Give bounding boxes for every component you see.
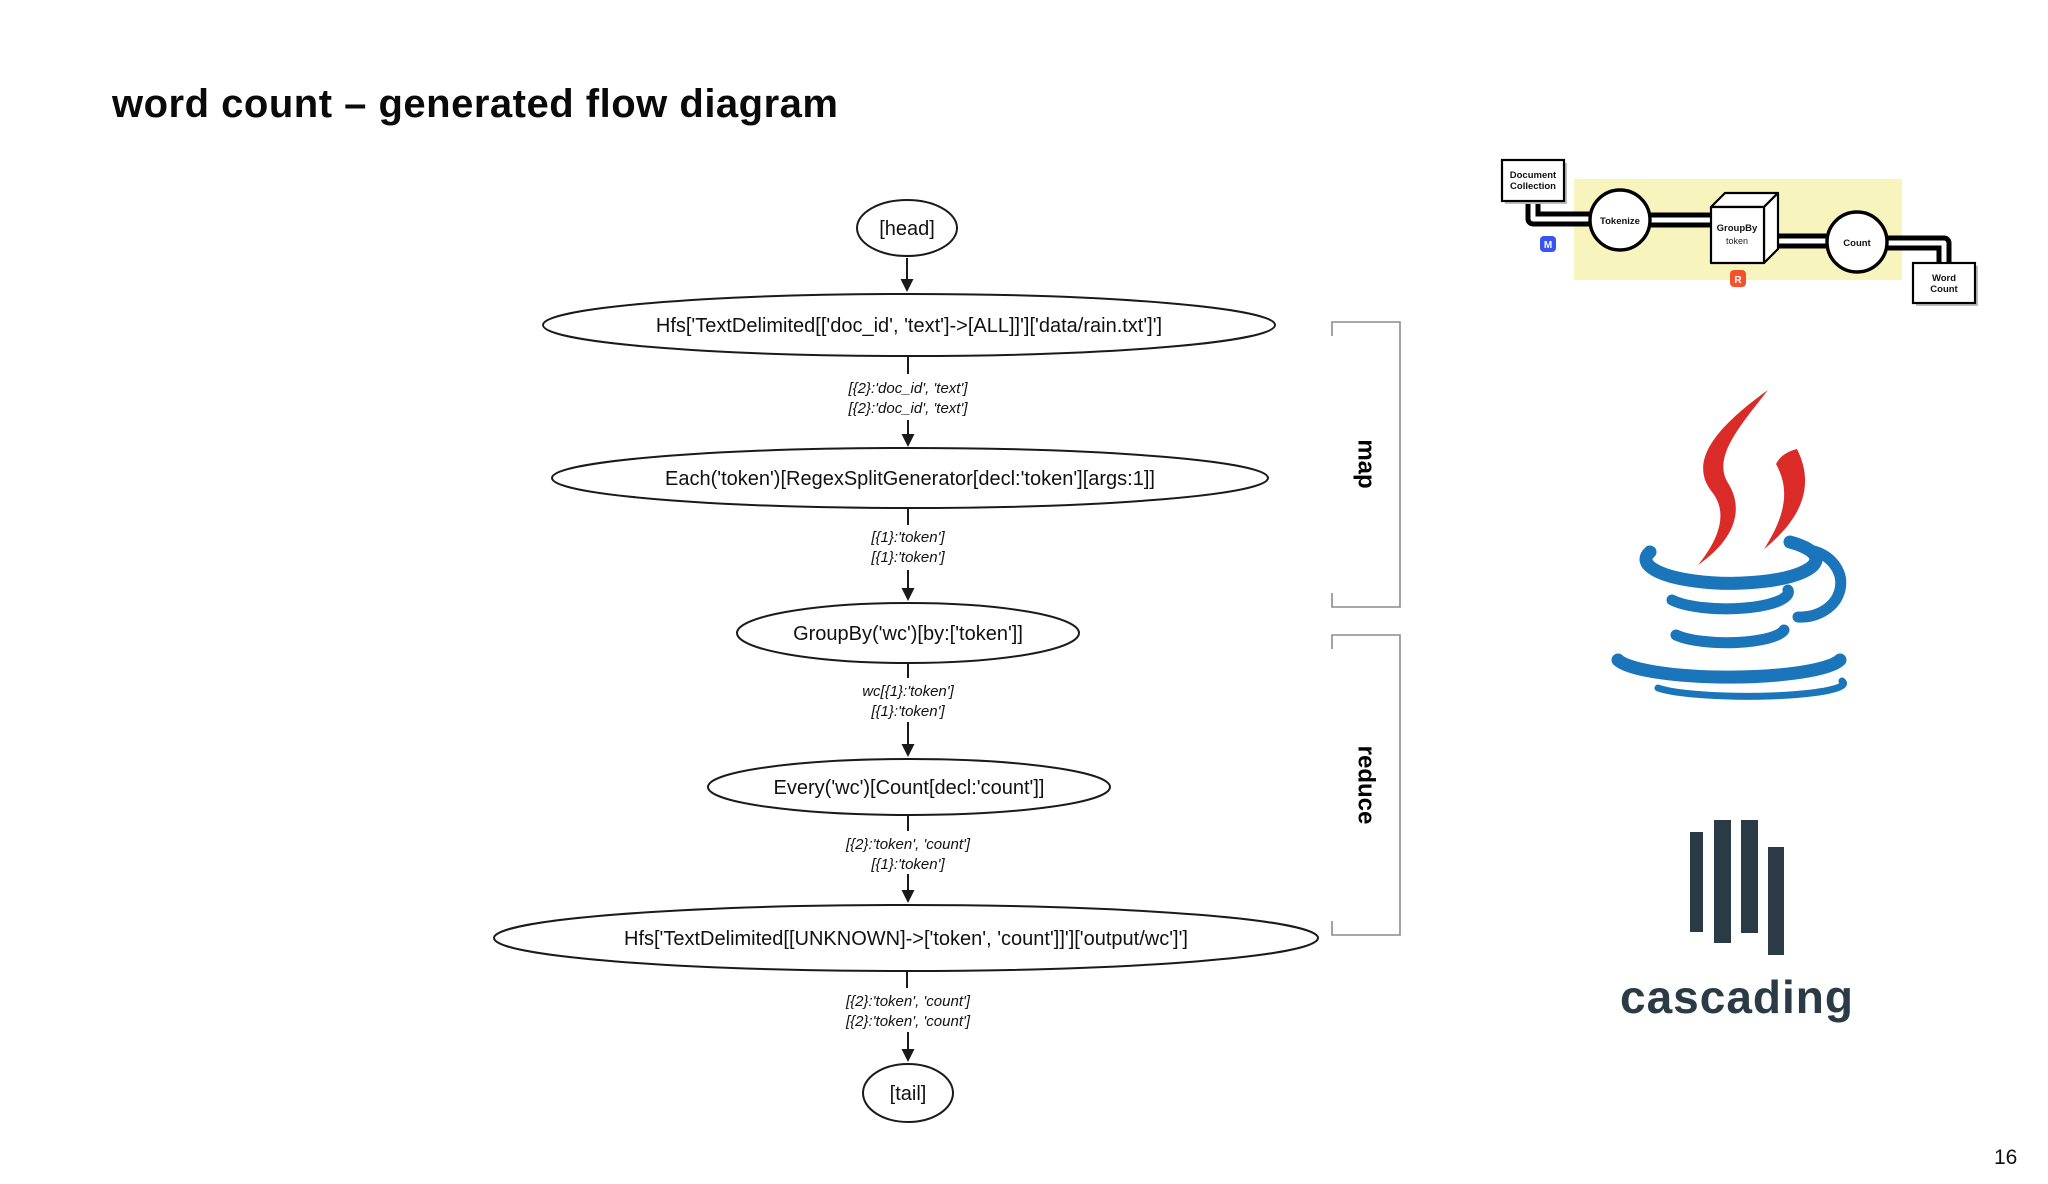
flow-node-head: [head]	[856, 199, 958, 257]
cascading-bar	[1741, 820, 1758, 933]
circle	[1588, 188, 1652, 252]
reduce-bracket	[1331, 634, 1401, 936]
node-label: Every('wc')[Count[decl:'count']]	[774, 777, 1045, 799]
flow-node-tail: [tail]	[862, 1063, 954, 1123]
reduce-phase-label: reduce	[1353, 746, 1380, 825]
box	[1911, 261, 1977, 305]
node-label: Each('token')[RegexSplitGenerator[decl:'…	[665, 468, 1155, 490]
node-ellipse	[707, 758, 1111, 816]
box-label: Document	[1510, 170, 1557, 181]
edge-label: [{2}:'token', 'count']	[845, 1013, 971, 1030]
edge-label: wc[{1}:'token']	[862, 683, 954, 700]
flow-node-source-tap: Hfs['TextDelimited[['doc_id', 'text']->[…	[542, 293, 1276, 357]
edge-label: [{1}:'token']	[870, 703, 945, 720]
cube-label: GroupBy	[1717, 223, 1758, 234]
tokenize-node: Tokenize	[1588, 188, 1652, 252]
edge-label: [{2}:'token', 'count']	[845, 993, 971, 1010]
box-label: Word	[1932, 273, 1956, 284]
java-flame-path	[1764, 449, 1806, 549]
circle-label: Tokenize	[1600, 216, 1640, 227]
cascading-bar	[1690, 832, 1703, 932]
node-label: [head]	[879, 218, 935, 240]
edge-label: [{1}:'token']	[870, 856, 945, 873]
cascading-wordmark: cascading	[1620, 971, 1854, 1023]
phase-brackets: map reduce	[1331, 321, 1401, 936]
java-logo	[1611, 390, 1847, 700]
map-badge: M	[1540, 236, 1556, 252]
circle-label: Count	[1843, 238, 1871, 249]
java-base-swoosh	[1611, 653, 1847, 684]
cube-side-face	[1762, 191, 1780, 265]
cascading-logo: cascading	[1620, 820, 1854, 1023]
java-cup-middle	[1666, 584, 1794, 615]
java-steam-icon	[1698, 390, 1806, 565]
edge-label: [{2}:'token', 'count']	[845, 836, 971, 853]
node-ellipse	[862, 1063, 954, 1123]
node-ellipse	[856, 199, 958, 257]
node-ellipse	[551, 447, 1269, 509]
edge-label: [{2}:'doc_id', 'text']	[847, 400, 968, 417]
java-cup-rim	[1639, 535, 1823, 590]
word-count-box: Word Count	[1911, 261, 1978, 306]
cube-front-face	[1709, 205, 1766, 265]
node-label: Hfs['TextDelimited[[UNKNOWN]->['token', …	[624, 928, 1188, 950]
node-ellipse	[736, 602, 1080, 664]
generated-flow-diagram: [{2}:'doc_id', 'text'] [{2}:'doc_id', 't…	[493, 199, 1401, 1123]
conceptual-pipeline: Document Collection Tokenize GroupBy tok…	[1500, 158, 1978, 306]
box-label: Collection	[1510, 181, 1556, 192]
document-collection-box: Document Collection	[1500, 158, 1567, 204]
pipe-inner	[1530, 198, 1593, 222]
node-label: Hfs['TextDelimited[['doc_id', 'text']->[…	[656, 315, 1162, 337]
badge-label: M	[1544, 240, 1552, 251]
page-number: 16	[1994, 1146, 2018, 1169]
badge-background	[1730, 270, 1746, 287]
node-ellipse	[542, 293, 1276, 357]
count-node: Count	[1825, 210, 1889, 274]
groupby-node: GroupBy token	[1709, 191, 1780, 265]
cascading-bar	[1768, 847, 1784, 955]
flow-node-each: Each('token')[RegexSplitGenerator[decl:'…	[551, 447, 1269, 509]
pipe-inner	[1884, 240, 1947, 263]
edge-label: [{1}:'token']	[870, 549, 945, 566]
java-cup-handle	[1792, 545, 1847, 623]
edge-label: [{2}:'doc_id', 'text']	[847, 380, 968, 397]
badge-label: R	[1734, 275, 1742, 286]
node-label: [tail]	[890, 1083, 927, 1105]
box	[1500, 158, 1566, 203]
edge-label: [{1}:'token']	[870, 529, 945, 546]
flow-node-every: Every('wc')[Count[decl:'count']]	[707, 758, 1111, 816]
pipeline-pipes	[1525, 198, 1952, 263]
badge-background	[1540, 236, 1556, 252]
cascading-bars-icon	[1690, 820, 1784, 955]
map-bracket	[1331, 321, 1401, 608]
node-ellipse	[493, 904, 1319, 972]
java-flame-path	[1698, 390, 1768, 565]
flow-node-sink-tap: Hfs['TextDelimited[[UNKNOWN]->['token', …	[493, 904, 1319, 972]
circle	[1825, 210, 1889, 274]
java-cup-icon	[1611, 535, 1847, 700]
java-base-underline	[1654, 677, 1847, 700]
flow-node-groupby: GroupBy('wc')[by:['token']]	[736, 602, 1080, 664]
node-label: GroupBy('wc')[by:['token']]	[793, 623, 1023, 645]
reduce-badge: R	[1730, 270, 1746, 287]
cascading-bar	[1714, 820, 1731, 943]
flow-edges: [{2}:'doc_id', 'text'] [{2}:'doc_id', 't…	[845, 258, 971, 1062]
box-label: Count	[1930, 284, 1958, 295]
java-cup-lower	[1670, 624, 1790, 649]
cube-sublabel: token	[1726, 236, 1748, 246]
map-phase-label: map	[1353, 439, 1380, 488]
page-title: word count – generated flow diagram	[112, 82, 839, 126]
